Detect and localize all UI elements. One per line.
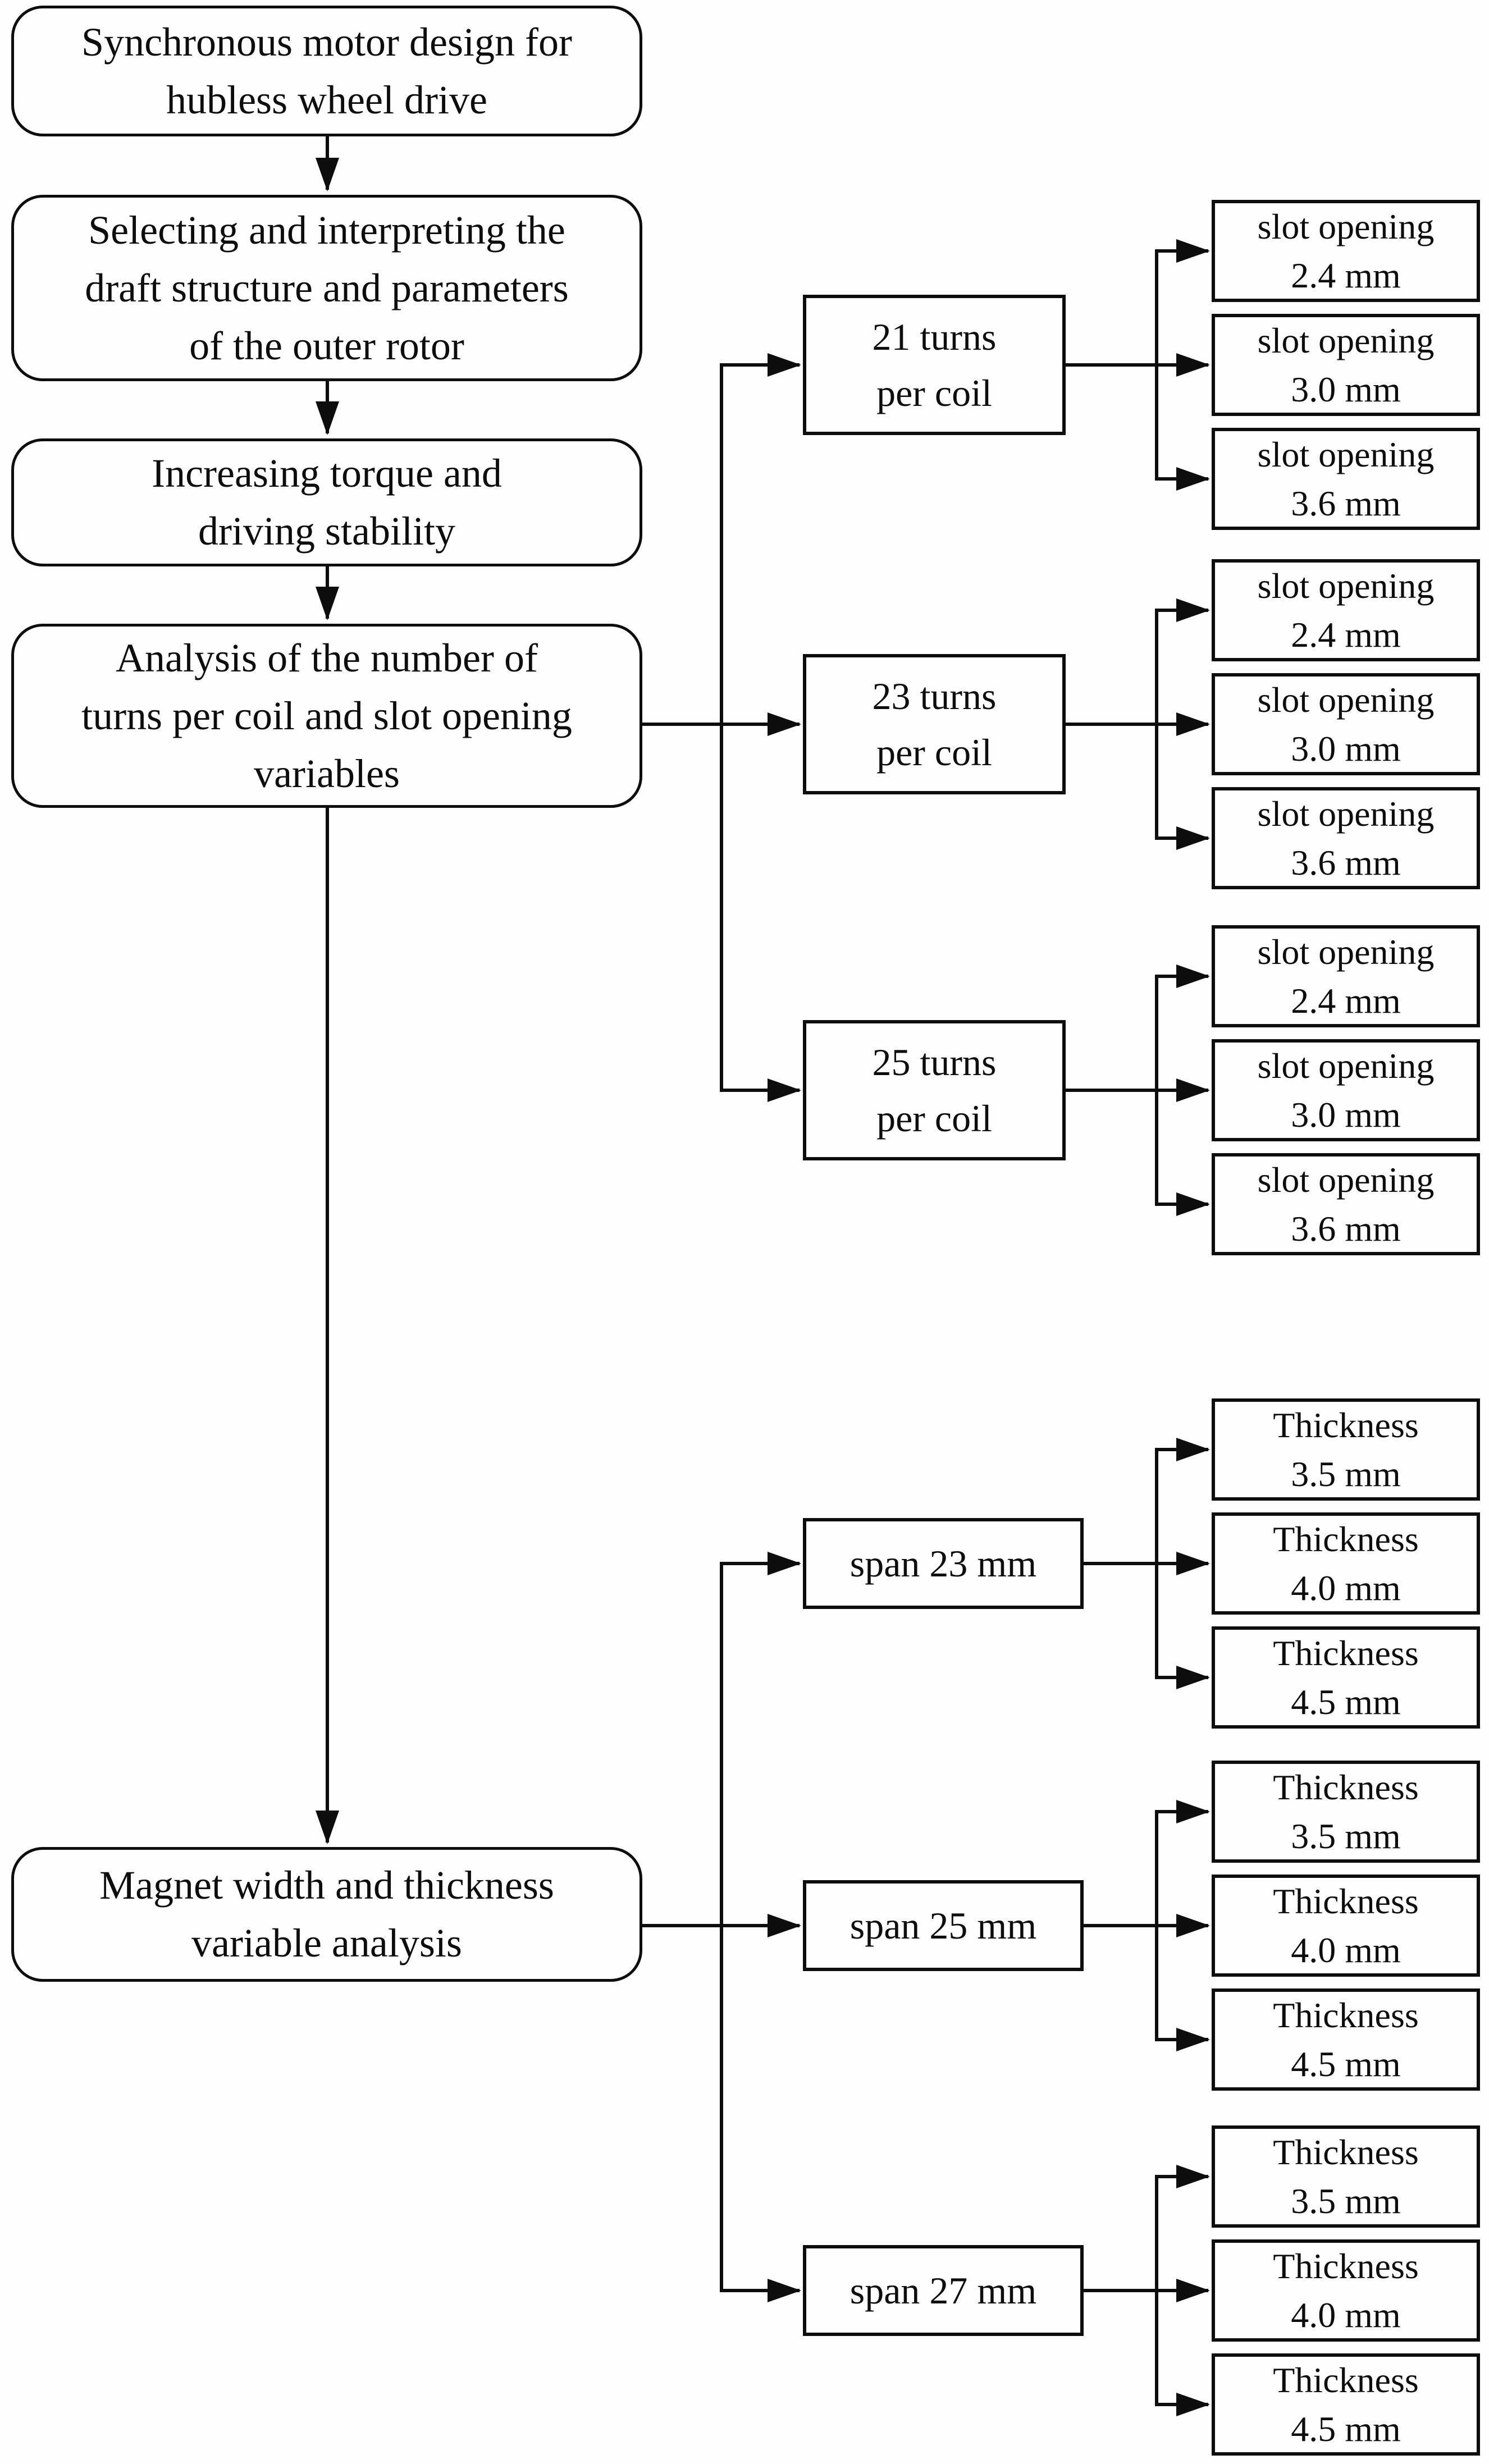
slot-opening-box-21-30: slot opening 3.0 mm [1212,314,1480,416]
flow-step-analysis: Analysis of the number of turns per coil… [11,624,642,808]
slot-opening-value: 3.0 mm [1291,369,1401,409]
thickness-box-23-45: Thickness 4.5 mm [1212,1626,1480,1729]
thickness-label: Thickness [1273,2360,1419,2400]
thickness-box-25-35: Thickness 3.5 mm [1212,1761,1480,1863]
thickness-label: Thickness [1273,1519,1419,1559]
thickness-value: 3.5 mm [1291,1454,1401,1494]
thickness-box-23-40: Thickness 4.0 mm [1212,1512,1480,1615]
turns-21-label: per coil [876,372,992,414]
thickness-box-23-35: Thickness 3.5 mm [1212,1398,1480,1501]
flow-step-title: Synchronous motor design for hubless whe… [11,6,642,136]
flow-step-torque: Increasing torque and driving stability [11,438,642,566]
flow-step-magnet-line: Magnet width and thickness [99,1863,554,1908]
thickness-label: Thickness [1273,1995,1419,2035]
slot-opening-box-21-24: slot opening 2.4 mm [1212,200,1480,302]
slot-opening-value: 2.4 mm [1291,981,1401,1021]
thickness-value: 3.5 mm [1291,2181,1401,2221]
thickness-value: 4.5 mm [1291,2044,1401,2084]
thickness-value: 4.5 mm [1291,2409,1401,2449]
slot-opening-label: slot opening [1257,566,1435,606]
slot-opening-value: 2.4 mm [1291,255,1401,295]
turns-23-label: per coil [876,731,992,774]
flow-step-selecting-line: Selecting and interpreting the [88,207,565,253]
slot-opening-label: slot opening [1257,1046,1435,1086]
turns-25-box: 25 turns per coil [803,1020,1066,1160]
thickness-label: Thickness [1273,1405,1419,1445]
thickness-value: 4.5 mm [1291,1682,1401,1722]
span-27-box: span 27 mm [803,2245,1084,2336]
span-25-box: span 25 mm [803,1880,1084,1971]
slot-opening-value: 3.6 mm [1291,483,1401,523]
thickness-box-25-40: Thickness 4.0 mm [1212,1875,1480,1977]
slot-opening-label: slot opening [1257,321,1435,360]
thickness-box-27-35: Thickness 3.5 mm [1212,2125,1480,2228]
slot-opening-box-23-24: slot opening 2.4 mm [1212,559,1480,661]
flow-step-analysis-line: Analysis of the number of [116,635,538,680]
slot-opening-label: slot opening [1257,794,1435,834]
flow-step-title-line: hubless wheel drive [166,77,487,122]
span-27-label: span 27 mm [849,2269,1037,2312]
thickness-box-25-45: Thickness 4.5 mm [1212,1988,1480,2091]
thickness-label: Thickness [1273,1881,1419,1921]
turns-21-box: 21 turns per coil [803,295,1066,435]
thickness-label: Thickness [1273,1767,1419,1807]
thickness-value: 3.5 mm [1291,1816,1401,1856]
thickness-box-27-40: Thickness 4.0 mm [1212,2239,1480,2342]
flow-step-analysis-line: turns per coil and slot opening [81,693,572,738]
slot-opening-value: 3.6 mm [1291,1209,1401,1249]
flow-step-selecting: Selecting and interpreting the draft str… [11,195,642,381]
thickness-value: 4.0 mm [1291,1568,1401,1608]
flow-step-selecting-line: draft structure and parameters [85,265,569,310]
slot-opening-value: 3.0 mm [1291,1095,1401,1135]
slot-opening-value: 3.6 mm [1291,843,1401,883]
flow-step-magnet-line: variable analysis [191,1921,462,1965]
slot-opening-box-23-30: slot opening 3.0 mm [1212,673,1480,775]
slot-opening-box-25-36: slot opening 3.6 mm [1212,1153,1480,1255]
slot-opening-label: slot opening [1257,435,1435,474]
flow-step-torque-line: driving stability [198,509,455,554]
turns-21-label: 21 turns [872,316,997,358]
flow-step-selecting-line: of the outer rotor [189,323,464,368]
thickness-value: 4.0 mm [1291,2295,1401,2335]
slot-opening-label: slot opening [1257,680,1435,720]
slot-opening-label: slot opening [1257,1160,1435,1200]
thickness-label: Thickness [1273,2246,1419,2286]
thickness-label: Thickness [1273,2132,1419,2172]
flow-step-analysis-line: variables [254,751,400,796]
thickness-box-27-45: Thickness 4.5 mm [1212,2353,1480,2456]
span-23-box: span 23 mm [803,1518,1084,1609]
flow-step-torque-line: Increasing torque and [152,451,502,496]
turns-25-label: 25 turns [872,1041,997,1084]
slot-opening-value: 2.4 mm [1291,615,1401,655]
thickness-label: Thickness [1273,1633,1419,1673]
turns-23-label: 23 turns [872,675,997,717]
slot-opening-label: slot opening [1257,932,1435,972]
turns-25-label: per coil [876,1097,992,1140]
slot-opening-box-25-24: slot opening 2.4 mm [1212,925,1480,1027]
slot-opening-box-21-36: slot opening 3.6 mm [1212,428,1480,530]
flow-step-title-line: Synchronous motor design for [81,19,572,65]
thickness-value: 4.0 mm [1291,1930,1401,1970]
flow-step-magnet: Magnet width and thickness variable anal… [11,1847,642,1982]
span-23-label: span 23 mm [849,1542,1037,1585]
slot-opening-box-23-36: slot opening 3.6 mm [1212,787,1480,889]
slot-opening-box-25-30: slot opening 3.0 mm [1212,1039,1480,1141]
turns-23-box: 23 turns per coil [803,654,1066,794]
span-25-label: span 25 mm [849,1904,1037,1947]
slot-opening-label: slot opening [1257,207,1435,246]
slot-opening-value: 3.0 mm [1291,729,1401,769]
